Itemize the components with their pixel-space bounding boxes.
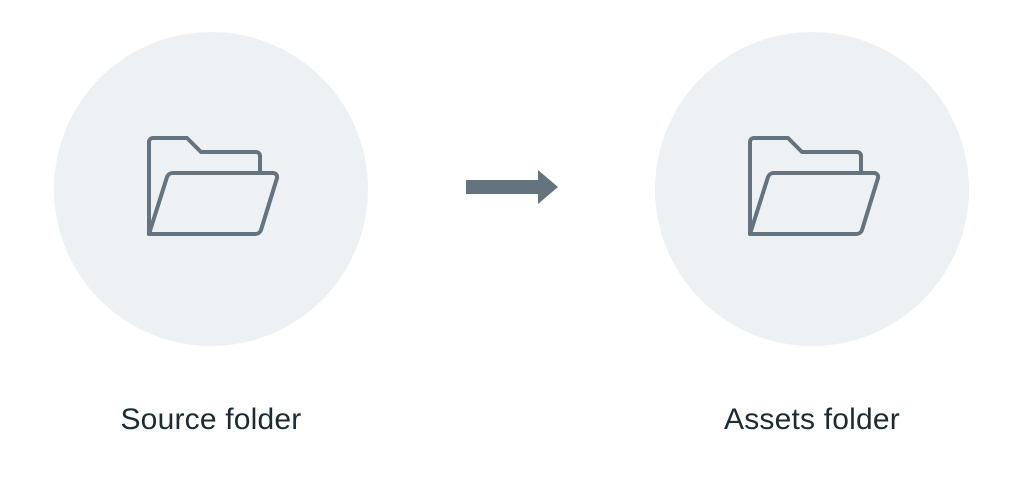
folder-open-icon [137,128,285,246]
folder-open-icon [738,128,886,246]
source-folder-label: Source folder [120,403,302,436]
assets-folder-circle [655,32,969,346]
source-folder-node: Source folder [46,0,376,478]
source-folder-circle [54,32,368,346]
arrow-right-icon [466,170,558,204]
assets-folder-node: Assets folder [647,0,977,478]
assets-folder-label: Assets folder [723,403,900,436]
